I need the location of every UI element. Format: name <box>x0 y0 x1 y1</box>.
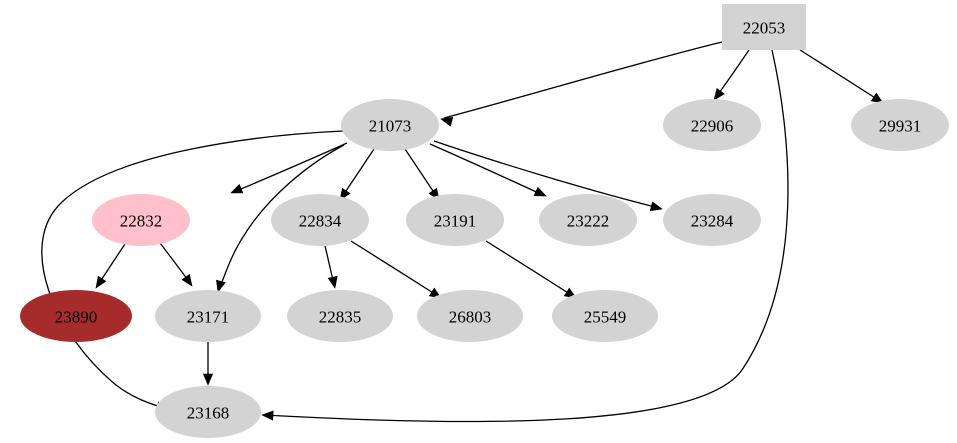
edge-line <box>485 240 574 297</box>
node-ellipse[interactable] <box>341 99 439 151</box>
edge-line <box>341 148 375 198</box>
graph-edge <box>216 144 345 293</box>
graph-edge <box>230 142 348 194</box>
graph-node-23222[interactable]: 23222 <box>539 194 637 246</box>
graph-edge <box>433 140 663 212</box>
edge-line <box>433 140 660 209</box>
edge-arrowhead <box>216 279 226 293</box>
node-rect[interactable] <box>722 4 806 50</box>
graph-node-21073[interactable]: 21073 <box>341 99 439 151</box>
edge-line <box>799 49 881 102</box>
edge-line <box>41 130 344 409</box>
graph-edge <box>41 130 344 412</box>
graph-node-22832[interactable]: 22832 <box>92 194 190 246</box>
node-ellipse[interactable] <box>155 290 261 342</box>
node-ellipse[interactable] <box>92 194 190 246</box>
edge-arrowhead <box>95 275 107 289</box>
edge-arrowhead <box>440 116 454 127</box>
edges-layer <box>41 41 884 423</box>
graph-edge <box>404 148 440 201</box>
node-ellipse[interactable] <box>539 194 637 246</box>
node-ellipse[interactable] <box>663 99 761 151</box>
edge-line <box>218 144 345 290</box>
graph-edge <box>95 243 126 289</box>
node-ellipse[interactable] <box>417 290 523 342</box>
edge-arrowhead <box>713 87 725 101</box>
edge-line <box>233 142 348 193</box>
graph-edge <box>485 240 577 299</box>
graph-edge <box>429 143 547 197</box>
node-ellipse[interactable] <box>20 290 132 342</box>
edge-line <box>429 143 544 196</box>
edge-line <box>715 49 750 98</box>
graph-node-29931[interactable]: 29931 <box>851 99 949 151</box>
edge-arrowhead <box>181 273 193 287</box>
graph-node-26803[interactable]: 26803 <box>417 290 523 342</box>
graph-node-22835[interactable]: 22835 <box>287 290 393 342</box>
graph-node-22906[interactable]: 22906 <box>663 99 761 151</box>
graph-node-23168[interactable]: 23168 <box>155 386 261 438</box>
graph-edge <box>324 245 338 289</box>
nodes-layer: 22053 21073 22906 29931 22832 22834 23191 23222… <box>20 4 949 438</box>
graph-edge <box>713 49 750 101</box>
edge-arrowhead <box>230 183 244 194</box>
graph-edge <box>350 240 442 299</box>
graph-edge <box>799 49 884 104</box>
graph-edge <box>261 49 789 423</box>
edge-arrowhead <box>533 186 547 197</box>
graph-edge <box>159 242 193 287</box>
edge-arrowhead <box>261 410 274 421</box>
edge-arrowhead <box>327 275 338 289</box>
node-ellipse[interactable] <box>851 99 949 151</box>
node-ellipse[interactable] <box>155 386 261 438</box>
graph-node-25549[interactable]: 25549 <box>552 290 658 342</box>
graph-node-23171[interactable]: 23171 <box>155 290 261 342</box>
edge-line <box>350 240 439 297</box>
edge-arrowhead <box>649 201 663 212</box>
graph-node-23890[interactable]: 23890 <box>20 290 132 342</box>
edge-arrowhead <box>870 92 884 104</box>
node-ellipse[interactable] <box>271 194 369 246</box>
edge-arrowhead <box>202 373 214 386</box>
graph-node-22053[interactable]: 22053 <box>722 4 806 50</box>
node-ellipse[interactable] <box>287 290 393 342</box>
node-ellipse[interactable] <box>663 194 761 246</box>
node-ellipse[interactable] <box>406 194 504 246</box>
graph-edge <box>339 148 375 201</box>
graph-node-23191[interactable]: 23191 <box>406 194 504 246</box>
graph-edge <box>440 41 723 127</box>
node-ellipse[interactable] <box>552 290 658 342</box>
edge-line <box>404 148 438 198</box>
graph-edge <box>202 341 214 386</box>
edge-line <box>443 41 723 119</box>
graph-node-23284[interactable]: 23284 <box>663 194 761 246</box>
edge-line <box>264 49 789 423</box>
graph-node-22834[interactable]: 22834 <box>271 194 369 246</box>
